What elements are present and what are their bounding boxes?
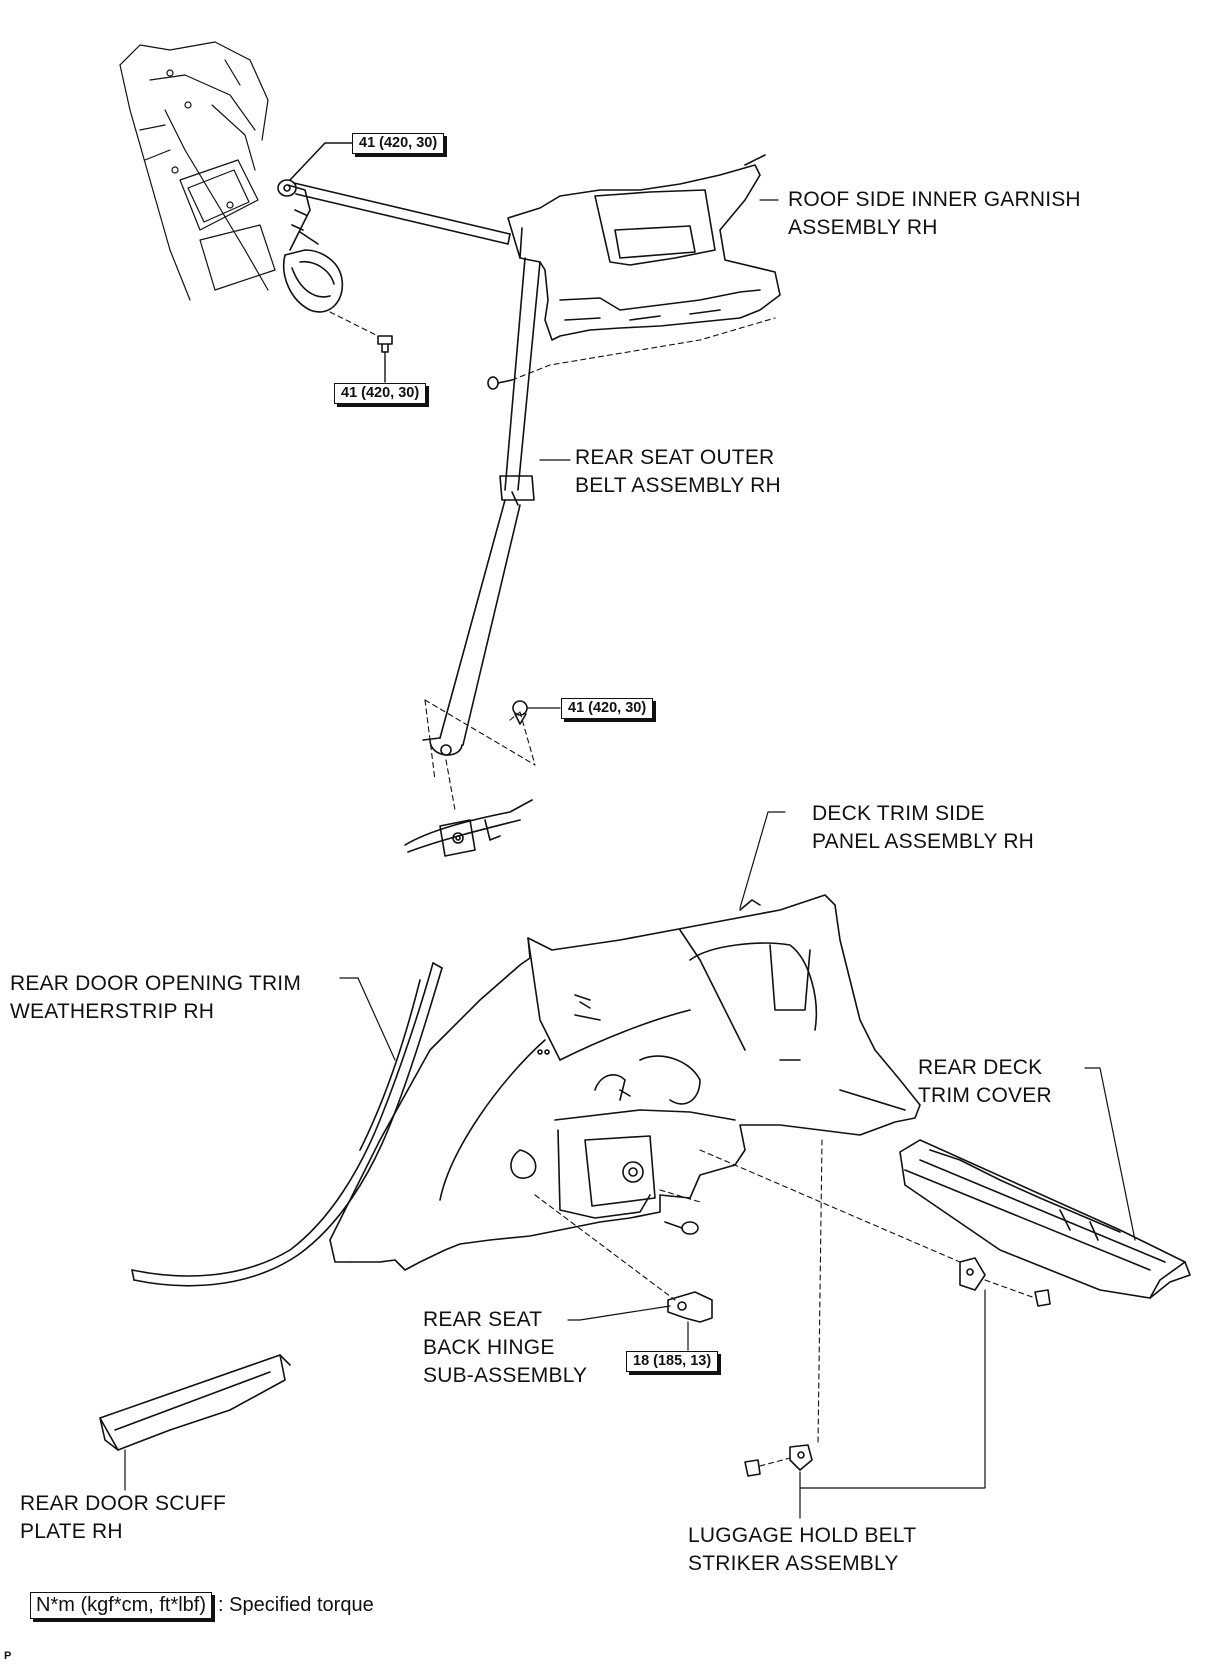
luggage-striker [659, 1139, 1051, 1519]
panel-clip [664, 1221, 699, 1235]
legend-text: : Specified torque [218, 1594, 374, 1616]
outer-belt-strap [422, 257, 541, 756]
belt-upper-section [277, 179, 511, 245]
torque-hinge: 18 (185, 13) [626, 1351, 719, 1372]
legend-unit-box: N*m (kgf*cm, ft*lbf) [30, 1592, 213, 1619]
seat-back-hinge [534, 1194, 713, 1351]
garnish-clip [487, 317, 776, 390]
leader-rear-deck-cover [1084, 1067, 1136, 1241]
retractor-bolt [329, 311, 393, 383]
leader-belt-upper [289, 142, 353, 181]
body-side-pillar [119, 41, 276, 301]
weatherstrip [131, 962, 443, 1287]
torque-belt-anchor: 41 (420, 30) [561, 698, 654, 719]
leader-deck-trim-side [739, 811, 786, 909]
torque-retractor: 41 (420, 30) [334, 383, 427, 404]
deck-trim-side-panel [329, 894, 921, 1271]
corner-mark: P [4, 1650, 12, 1662]
leader-weatherstrip [339, 977, 396, 1061]
rear-deck-trim-cover [899, 1139, 1191, 1299]
belt-retractor [283, 184, 344, 313]
belt-anchor-area [404, 699, 561, 857]
scuff-plate [99, 1354, 291, 1451]
torque-legend: N*m (kgf*cm, ft*lbf) : Specified torque [30, 1592, 374, 1619]
torque-belt-upper: 41 (420, 30) [352, 133, 445, 154]
roof-side-garnish [507, 154, 781, 341]
